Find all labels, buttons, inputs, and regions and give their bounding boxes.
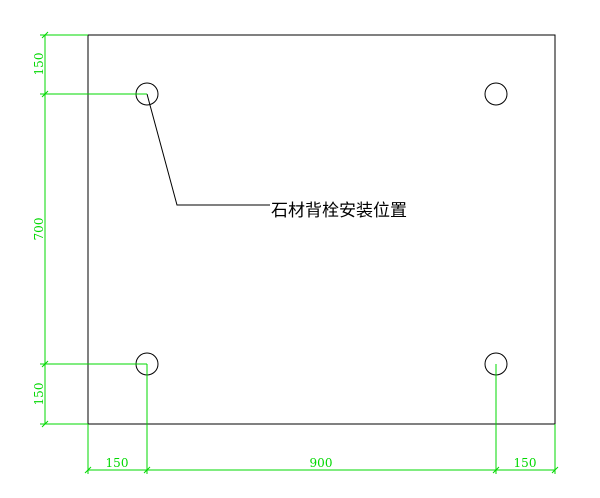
horizontal-dim-left-value: 150 (106, 456, 129, 470)
vertical-dim-top-value: 150 (32, 53, 46, 76)
horizontal-dim-middle-value: 900 (310, 456, 333, 470)
horizontal-tick-1 (84, 466, 92, 474)
horizontal-tick-2 (143, 466, 151, 474)
vertical-tick-1 (41, 31, 49, 39)
horizontal-dim-right-value: 150 (514, 456, 537, 470)
horizontal-dimension-chain (84, 364, 559, 474)
annotation-leader-line (146, 93, 270, 206)
vertical-dim-bottom-value: 150 (32, 383, 46, 406)
vertical-dim-middle-value: 700 (32, 218, 46, 241)
vertical-tick-3 (41, 360, 49, 368)
vertical-tick-2 (41, 90, 49, 98)
horizontal-tick-4 (551, 466, 559, 474)
hole-top-right (484, 82, 508, 106)
annotation-label: 石材背栓安装位置 (271, 201, 407, 221)
horizontal-tick-3 (492, 466, 500, 474)
vertical-tick-4 (41, 420, 49, 428)
vertical-dimension-chain (40, 31, 147, 428)
stone-panel-outline (87, 34, 556, 425)
